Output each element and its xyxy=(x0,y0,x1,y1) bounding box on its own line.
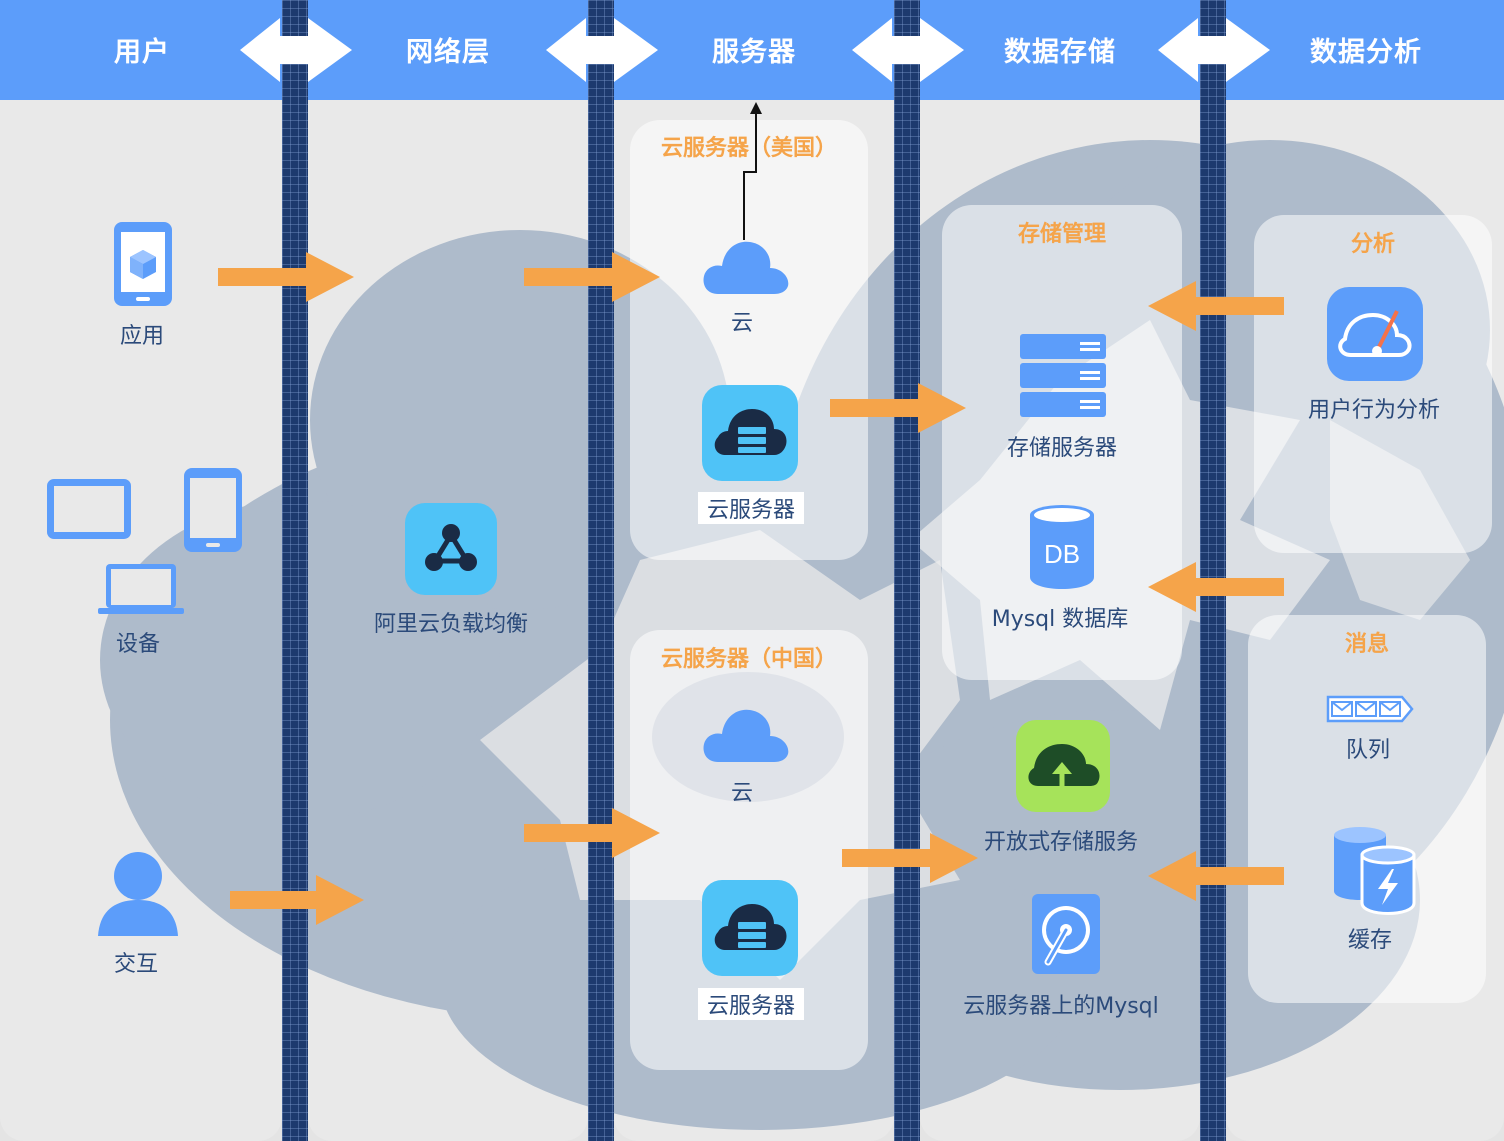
load-balancer-icon xyxy=(405,503,497,595)
label-storage-server: 存储服务器 xyxy=(1006,436,1117,461)
label-interaction: 交互 xyxy=(113,952,158,977)
label-cloud-cn: 云 xyxy=(730,781,753,806)
cloud-server-icon-us xyxy=(702,385,798,481)
double-arrow-3 xyxy=(852,18,964,82)
monitor-icon xyxy=(47,479,131,539)
panel-server-us xyxy=(630,120,868,560)
tablet-icon xyxy=(184,468,242,552)
header-title-storage: 数据存储 xyxy=(1004,37,1116,68)
arrow-analysis-to-storage xyxy=(1148,281,1284,331)
panel-title-storage: 存储管理 xyxy=(1017,222,1106,247)
label-load-balancer: 阿里云负载均衡 xyxy=(373,612,528,637)
header-title-user: 用户 xyxy=(114,37,170,68)
cloud-server-icon-cn xyxy=(702,880,798,976)
panel-title-server-cn: 云服务器（中国） xyxy=(660,647,837,672)
header-title-analysis: 数据分析 xyxy=(1310,37,1422,68)
arrow-analysis-to-mysql xyxy=(1148,562,1284,612)
arrow-network-to-us-cloud xyxy=(524,252,660,302)
arrow-server-to-storage-server xyxy=(830,383,966,433)
label-app: 应用 xyxy=(119,324,164,349)
panel-title-analysis: 分析 xyxy=(1350,232,1395,257)
cache-icon xyxy=(1334,827,1416,915)
label-mysql-on-server: 云服务器上的Mysql xyxy=(963,994,1159,1019)
arrow-cache-to-oss xyxy=(1148,851,1284,901)
hard-disk-icon xyxy=(1032,894,1100,974)
header-title-network: 网络层 xyxy=(406,37,490,68)
connector-us-cloud-up xyxy=(743,110,757,240)
label-oss: 开放式存储服务 xyxy=(983,830,1138,855)
label-cloud-server-cn: 云服务器 xyxy=(698,988,804,1020)
double-arrow-1 xyxy=(240,18,352,82)
cloud-icon-us xyxy=(703,241,789,294)
queue-icon xyxy=(1326,695,1414,723)
label-queue: 队列 xyxy=(1345,738,1390,763)
panel-message xyxy=(1248,615,1486,1003)
label-cloud-us: 云 xyxy=(730,311,753,336)
header-arrows xyxy=(240,18,1270,82)
user-icon xyxy=(98,852,178,936)
label-user-behavior-analysis: 用户行为分析 xyxy=(1307,398,1440,423)
arrow-app-to-network xyxy=(218,252,354,302)
label-mysql-db: Mysql 数据库 xyxy=(991,607,1129,632)
arrow-network-to-cn-cloud xyxy=(524,808,660,858)
panel-analysis xyxy=(1254,215,1492,553)
behavior-analysis-icon xyxy=(1327,287,1423,381)
label-devices: 设备 xyxy=(115,632,160,657)
header-title-server: 服务器 xyxy=(712,37,796,68)
double-arrow-4 xyxy=(1158,18,1270,82)
cloud-icon-cn xyxy=(703,709,789,762)
label-cache: 缓存 xyxy=(1347,928,1392,953)
panel-title-message: 消息 xyxy=(1344,632,1389,657)
double-arrow-2 xyxy=(546,18,658,82)
panel-title-server-us: 云服务器（美国） xyxy=(660,136,837,161)
database-icon: DB xyxy=(1030,505,1094,589)
arrow-interaction-to-network xyxy=(230,875,364,925)
storage-server-icon xyxy=(1020,334,1106,417)
database-icon-text: DB xyxy=(1044,539,1080,569)
divider-2 xyxy=(588,0,614,1141)
panel-storage-management xyxy=(942,205,1182,680)
divider-4 xyxy=(1200,0,1226,1141)
laptop-icon xyxy=(98,564,184,614)
divider-1 xyxy=(282,0,308,1141)
mobile-app-icon xyxy=(114,222,172,306)
divider-3 xyxy=(894,0,920,1141)
oss-icon xyxy=(1016,720,1110,812)
label-cloud-server-us: 云服务器 xyxy=(698,492,804,524)
arrow-server-to-oss xyxy=(842,833,978,883)
